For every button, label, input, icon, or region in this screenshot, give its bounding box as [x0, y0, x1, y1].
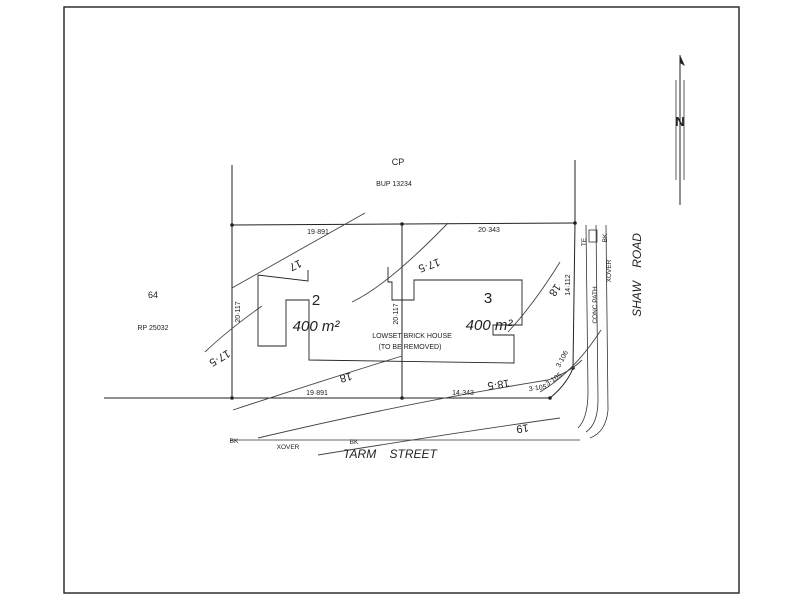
- house-note: (TO BE REMOVED): [379, 344, 442, 351]
- contour-18-top-label: 18: [546, 281, 563, 298]
- feature-conc-path: CONC PATH: [592, 286, 599, 324]
- parcel-cp-plan: BUP 13234: [376, 181, 412, 188]
- drawing-border: [63, 6, 740, 594]
- dim-right-side: 14·112: [565, 274, 572, 295]
- dim-middle-side: 20·117: [393, 303, 400, 324]
- contour-lines: [204, 212, 602, 456]
- boundary-lines: [104, 160, 576, 399]
- dim-left-side: 20·117: [235, 301, 242, 322]
- dim-corner-a: 3·105: [528, 384, 547, 393]
- house-label: LOWSET BRICK HOUSE: [372, 333, 452, 340]
- house-footprint: [257, 267, 523, 364]
- dim-top-right: 20·343: [478, 227, 500, 234]
- lot-2-number: 2: [312, 292, 320, 309]
- north-arrow-label: N: [675, 114, 684, 129]
- parcel-cp-label: CP: [392, 157, 405, 167]
- contour-18-5-label: 18·5: [487, 376, 510, 391]
- parcel-64-plan: RP 25032: [137, 325, 168, 332]
- lot-boundaries: [230, 221, 577, 400]
- contour-18-bottom-label: 18: [338, 370, 353, 385]
- parcel-64-label: 64: [148, 290, 158, 300]
- contour-17-5-left-label: 17·5: [207, 347, 232, 368]
- lot-3-area: 400 m²: [466, 317, 514, 334]
- street-shaw-label: SHAW ROAD: [630, 233, 644, 317]
- street-tarm-label: TARM STREET: [343, 447, 438, 461]
- lot-2-area: 400 m²: [293, 318, 341, 335]
- north-arrow: N: [675, 55, 685, 205]
- road-kerbs: [230, 224, 609, 441]
- dim-top-left: 19·891: [307, 229, 329, 236]
- contour-17-label: 17: [287, 257, 303, 273]
- contour-19-label: 19: [516, 421, 530, 435]
- feature-te: TE: [581, 237, 588, 246]
- dim-corner-c: 3·106: [555, 350, 570, 369]
- feature-xover-left: XOVER: [277, 444, 300, 451]
- dim-bottom-right: 14·343: [452, 390, 474, 397]
- lot-3-number: 3: [484, 290, 492, 307]
- feature-bk-left: BK: [230, 438, 239, 445]
- contour-17-5-mid-label: 17·5: [417, 255, 442, 274]
- feature-xover-right: XOVER: [606, 259, 613, 282]
- feature-bk-mid: BK: [350, 439, 359, 446]
- dim-corner-b: 3·105: [545, 372, 564, 388]
- feature-bk-right: BK: [602, 233, 609, 242]
- dim-bottom-left: 19·891: [306, 390, 328, 397]
